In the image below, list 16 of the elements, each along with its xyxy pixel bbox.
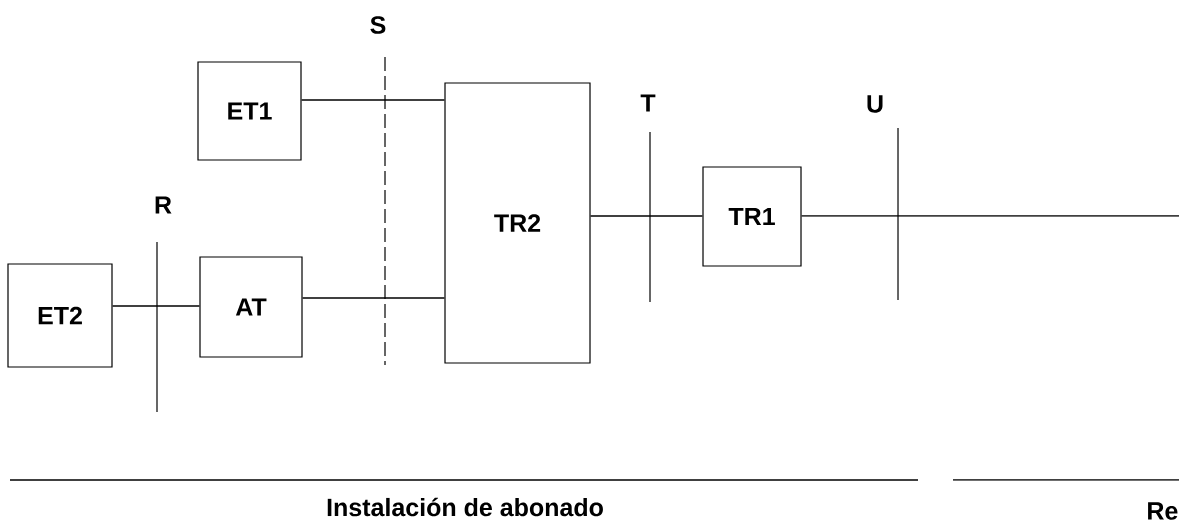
connection-line	[301, 297, 446, 299]
connection-line	[111, 305, 201, 307]
block-box: AT	[199, 256, 303, 358]
block-box: TR1	[702, 166, 802, 267]
section-caption: Re	[1148, 502, 1178, 520]
reference-point-label: U	[867, 95, 883, 113]
connection-line	[589, 215, 704, 217]
block-box: ET2	[7, 263, 113, 368]
block-box: TR2	[444, 82, 591, 364]
connection-line	[800, 215, 1179, 217]
reference-point-label: R	[155, 196, 172, 214]
reference-point-label: S	[370, 16, 386, 34]
connection-line	[300, 99, 446, 101]
block-box: ET1	[197, 61, 302, 161]
section-caption: Instalación de abonado	[327, 497, 603, 517]
reference-point-label: T	[640, 94, 656, 112]
